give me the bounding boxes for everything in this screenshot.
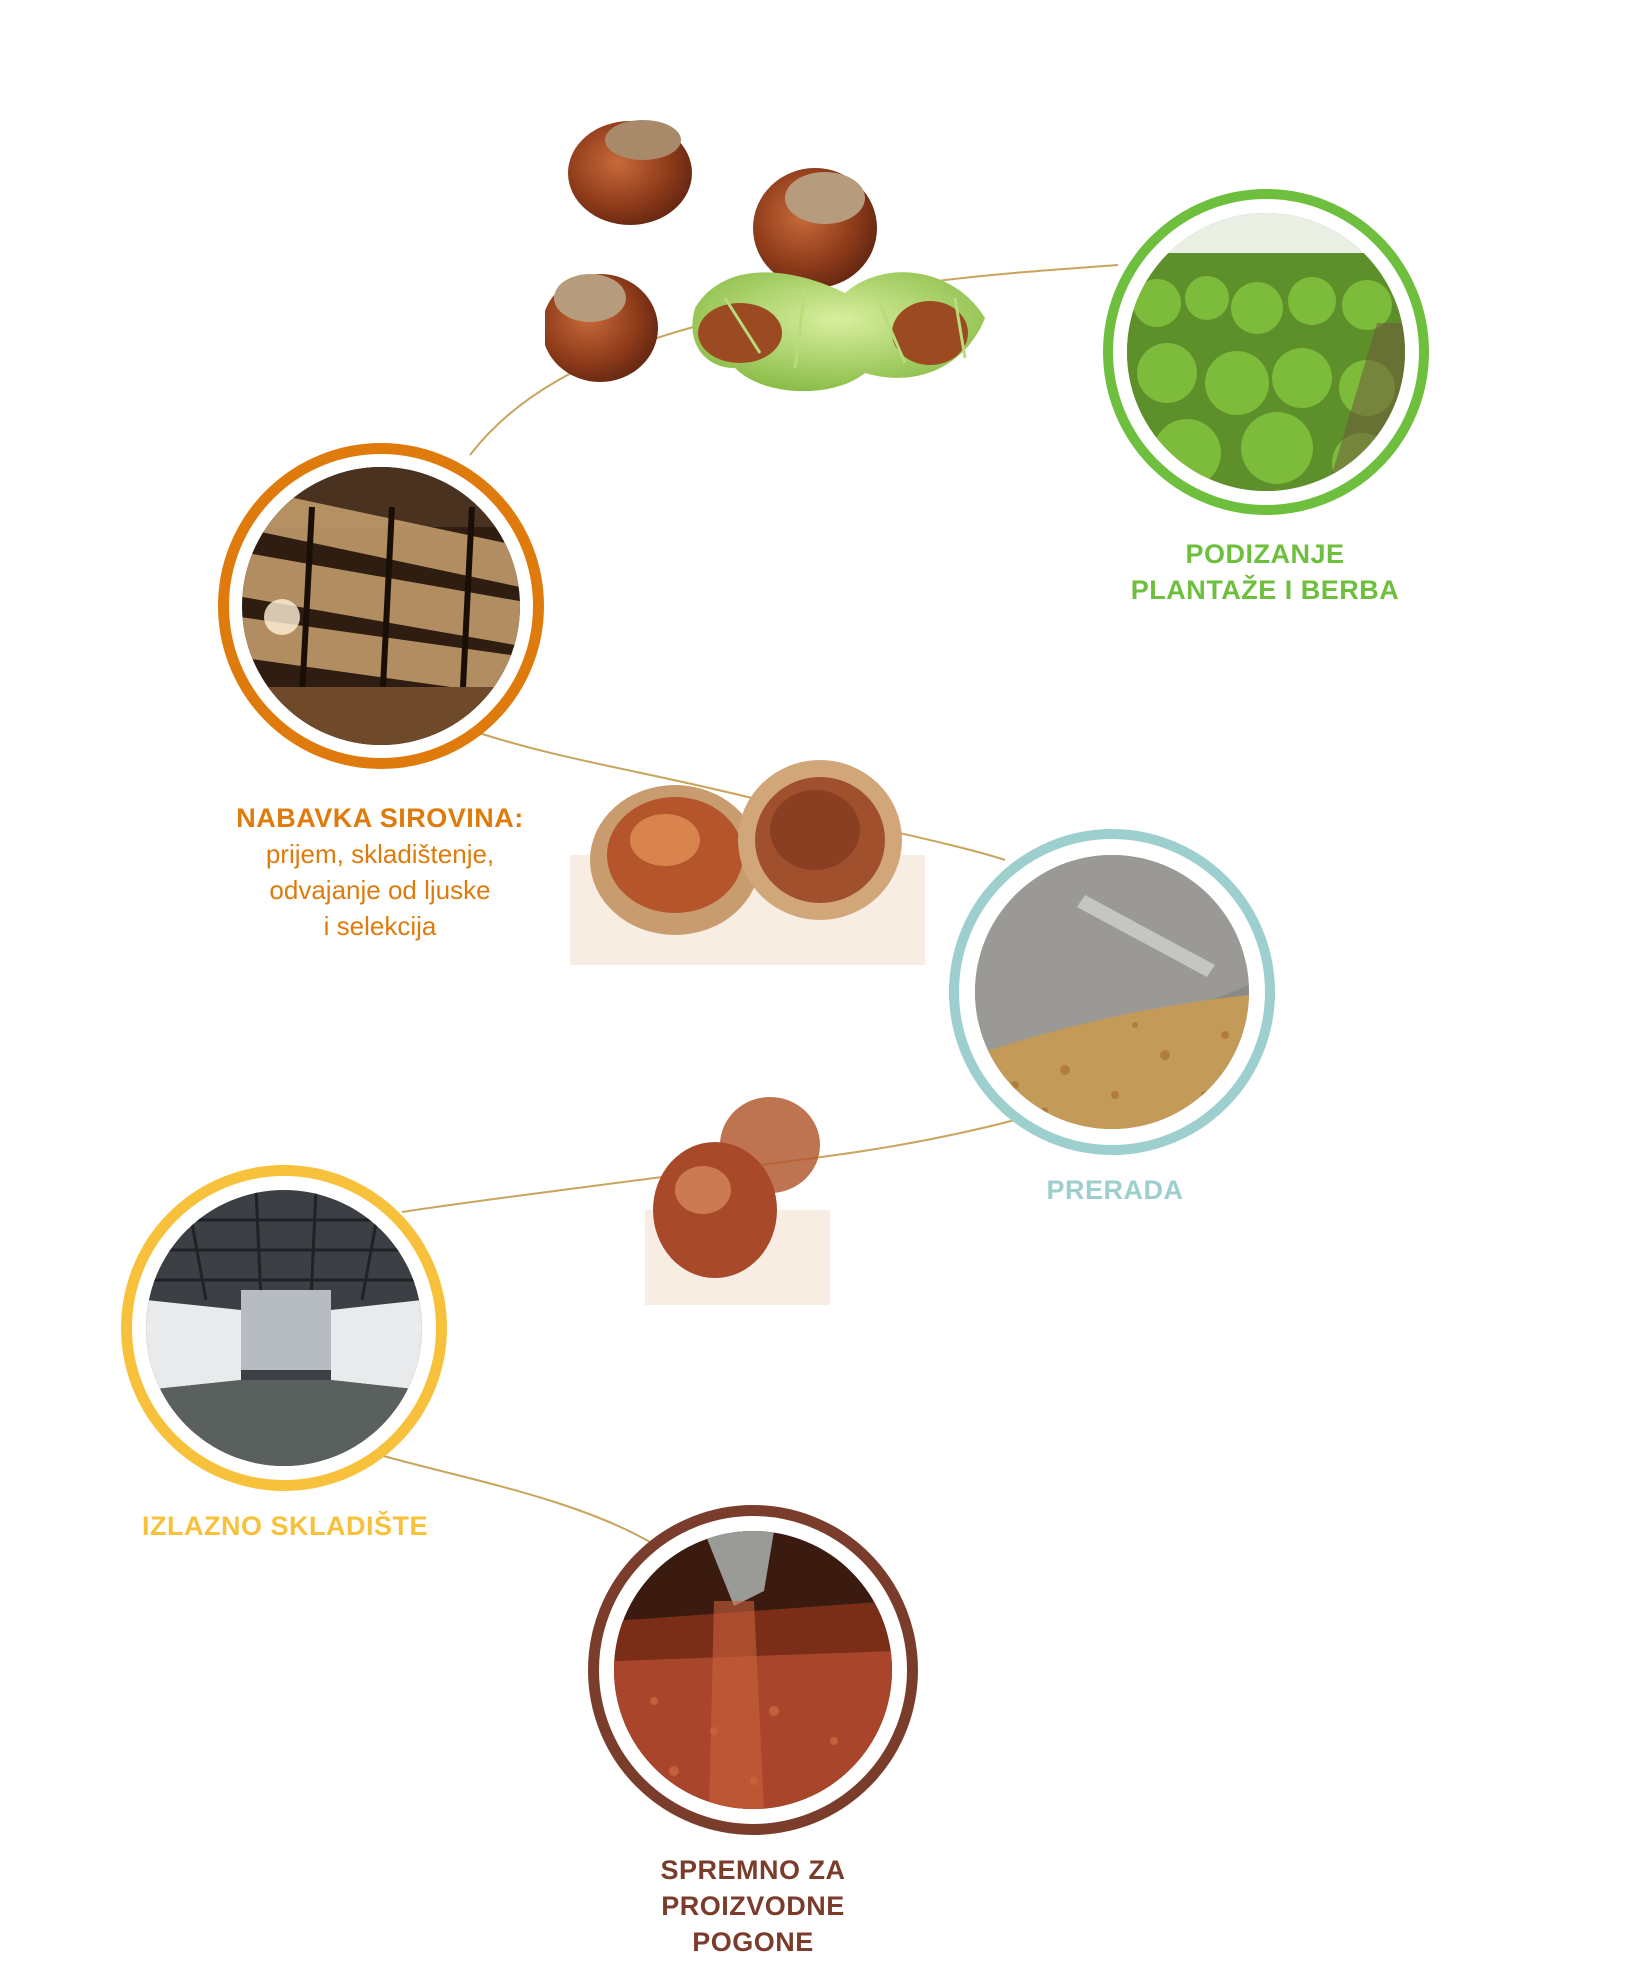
- ready-title-line-3: POGONE: [692, 1927, 814, 1957]
- processing-label: PRERADA: [950, 1172, 1280, 1208]
- processing-photo: [975, 855, 1249, 1129]
- ready-photo: [614, 1531, 892, 1809]
- storage-label: IZLAZNO SKLADIŠTE: [100, 1508, 470, 1544]
- processing-title: PRERADA: [1046, 1175, 1184, 1205]
- sourcing-description: prijem, skladištenje, odvajanje od ljusk…: [180, 836, 580, 944]
- plantation-title: PODIZANJE PLANTAŽE I BERBA: [1080, 536, 1450, 608]
- sourcing-label: NABAVKA SIROVINA: prijem, skladištenje, …: [180, 800, 580, 944]
- peeled-hazelnuts-image: [645, 1090, 830, 1305]
- ready-label: SPREMNO ZA PROIZVODNE POGONE: [588, 1852, 918, 1960]
- plantation-title-line-2: PLANTAŽE I BERBA: [1130, 575, 1400, 605]
- sourcing-desc-line-1: prijem, skladištenje,: [265, 839, 495, 869]
- sourcing-title: NABAVKA SIROVINA:: [236, 803, 524, 833]
- sourcing-desc-line-2: odvajanje od ljuske: [269, 875, 491, 905]
- plantation-label: PODIZANJE PLANTAŽE I BERBA: [1080, 536, 1450, 608]
- plantation-photo: [1127, 213, 1405, 491]
- hazelnuts-with-husks-image: [545, 118, 1005, 408]
- plantation-title-line-1: PODIZANJE: [1185, 539, 1345, 569]
- ready-title-line-2: PROIZVODNE: [661, 1891, 845, 1921]
- ready-title-line-1: SPREMNO ZA: [660, 1855, 846, 1885]
- storage-photo: [146, 1190, 422, 1466]
- sourcing-desc-line-3: i selekcija: [323, 911, 437, 941]
- cracked-hazelnut-image: [570, 745, 925, 965]
- storage-title: IZLAZNO SKLADIŠTE: [142, 1511, 428, 1541]
- ready-title: SPREMNO ZA PROIZVODNE POGONE: [588, 1852, 918, 1960]
- sourcing-photo: [242, 467, 520, 745]
